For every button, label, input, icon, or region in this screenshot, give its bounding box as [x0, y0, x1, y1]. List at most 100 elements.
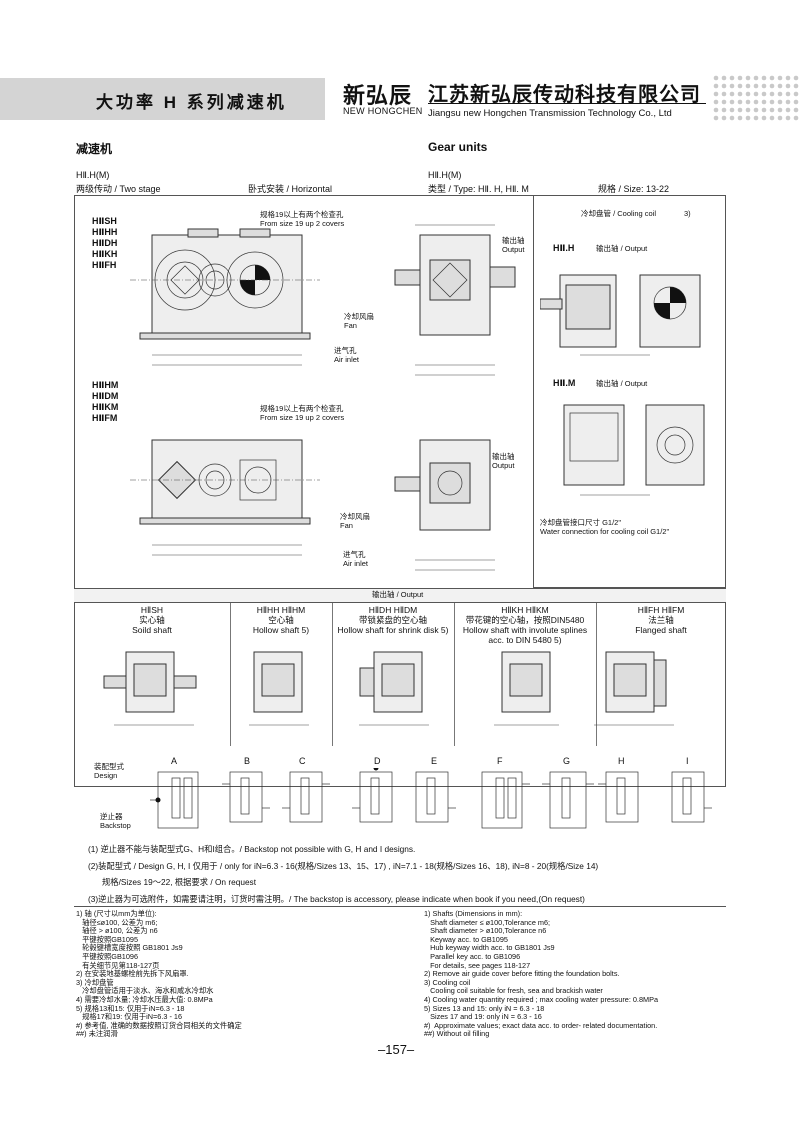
fan-label-2-cn: 冷却风扇 [340, 512, 370, 521]
output-cell-shrink: HⅡDH HⅡDM 带锁紧盘的空心轴 Hollow shaft for shri… [332, 603, 455, 746]
fan-label-1-cn: 冷却风扇 [344, 312, 374, 321]
output-cell-shrink-en: Hollow shaft for shrink disk 5) [337, 625, 449, 635]
company-name-en: Jiangsu new Hongchen Transmission Techno… [428, 108, 672, 119]
left-model: HⅡ.H(M) [76, 170, 110, 180]
backstop-label-en: Backstop [100, 821, 131, 830]
water-connection-note: 冷却盘管接口尺寸 G1/2" Water connection for cool… [540, 518, 669, 536]
output-cell-solid-en: Soild shaft [132, 625, 172, 635]
note-2: (2)装配型式 / Design G, H, I 仅用于 / only for … [88, 860, 599, 871]
output-label-1: 输出轴 Output [502, 236, 525, 254]
footnotes-cn: 1) 轴 (尺寸以mm为单位): 轴径≤ø100, 公差为 m6; 轴径 > ø… [76, 909, 242, 1039]
fan-label-1: 冷却风扇 Fan [344, 312, 374, 330]
backstop-label-cn: 逆止器 [100, 812, 123, 821]
backstop-label: 逆止器 Backstop [100, 812, 131, 830]
fan-label-2-en: Fan [340, 521, 353, 530]
design-letter-a: A [171, 756, 178, 766]
gearbox-drawing-views [130, 224, 516, 571]
variant-m-4: HⅡFM [92, 413, 118, 423]
air-label-1: 进气孔 Air inlet [334, 346, 359, 364]
design-letter-b: B [244, 756, 251, 766]
variant-m-1: HⅡHM [92, 380, 119, 390]
section-title-en: Gear units [428, 140, 488, 154]
output-bar [74, 588, 726, 603]
left-mount: 卧式安装 / Horizontal [248, 184, 333, 194]
output-cell-hollow-codes: HⅡHH HⅡHM [256, 605, 306, 615]
output-cell-shrink-cn: 带锁紧盘的空心轴 [358, 615, 427, 625]
variant-h-4: HⅡKH [92, 249, 118, 259]
page-title: 大功率 H 系列减速机 [96, 93, 287, 112]
footnote-divider [74, 906, 726, 907]
design-letter-h: H [618, 756, 625, 766]
output-label-1-en: Output [502, 245, 525, 254]
variant-m-2: HⅡDM [92, 391, 119, 401]
output-cell-solid-cn: 实心轴 [139, 615, 165, 625]
note-1: (1) 逆止器不能与装配型式G、H和I组合。/ Backstop not pos… [88, 844, 416, 854]
notes-block: (1) 逆止器不能与装配型式G、H和I组合。/ Backstop not pos… [88, 844, 598, 904]
fan-label-1-en: Fan [344, 321, 357, 330]
output-label-1-cn: 输出轴 [502, 236, 525, 245]
output-cell-solid-codes: HⅡSH [140, 605, 164, 615]
output-cell-splined-codes: HⅡKH HⅡKM [501, 605, 549, 615]
output-cell-shrink-codes: HⅡDH HⅡDM [368, 605, 418, 615]
cooling-m-output: 输出轴 / Output [596, 379, 648, 388]
design-letter-g: G [563, 756, 571, 766]
output-cell-solid: HⅡSH 实心轴 Soild shaft [74, 603, 231, 746]
air-label-2: 进气孔 Air inlet [343, 550, 368, 568]
water-connection-cn: 冷却盘管接口尺寸 G1/2" [540, 518, 622, 527]
header-band [0, 78, 325, 120]
design-letter-c: C [299, 756, 306, 766]
right-size: 规格 / Size: 13-22 [598, 184, 670, 194]
dot-pattern-decoration [712, 74, 800, 122]
company-divider [428, 103, 706, 105]
cooling-h-output: 输出轴 / Output [596, 244, 648, 253]
design-letter-i: I [686, 756, 689, 766]
output-cell-flanged-cn: 法兰轴 [648, 615, 674, 625]
variant-m-3: HⅡKM [92, 402, 119, 412]
water-connection-en: Water connection for cooling coil G1/2" [540, 527, 670, 536]
side-view-m [394, 439, 495, 571]
brand-logo-cn: 新弘辰 [343, 83, 413, 109]
cooling-coil-title: 冷却盘管 / Cooling coil [581, 209, 657, 218]
right-type: 类型 / Type: HⅡ. H, HⅡ. M [428, 184, 529, 194]
plan-view-m [130, 439, 320, 556]
air-label-1-cn: 进气孔 [334, 346, 357, 355]
left-stage: 两级传动 / Two stage [76, 184, 161, 194]
output-cell-flanged: HⅡFH HⅡFM 法兰轴 Flanged shaft [596, 603, 726, 746]
design-arrangement-diagrams [150, 768, 712, 829]
cover-note-2-en: From size 19 up 2 covers [260, 413, 345, 422]
variant-list-m: HⅡHM HⅡDM HⅡKM HⅡFM [92, 380, 118, 424]
output-cell-splined-en: Hollow shaft with involute splines acc. … [462, 625, 588, 645]
design-label-cn: 装配型式 [94, 762, 124, 771]
cooling-coil-ref: 3) [684, 209, 691, 218]
cooling-coil-panel [533, 195, 726, 588]
output-cell-flanged-en: Flanged shaft [635, 625, 687, 635]
output-shaft-drawings [103, 651, 674, 726]
cover-note-2-cn: 规格19以上有两个检查孔 [260, 404, 344, 413]
output-cell-hollow: HⅡHH HⅡHM 空心轴 Hollow shaft 5) [230, 603, 333, 746]
variant-h-3: HⅡDH [92, 238, 118, 248]
output-label-2-en: Output [492, 461, 515, 470]
cooling-h-label: HⅡ.H [553, 243, 575, 253]
drawing-frame [74, 195, 726, 787]
output-cells-row: HⅡSH 实心轴 Soild shaft HⅡHH HⅡHM 空心轴 Hollo… [74, 603, 726, 746]
output-cell-splined-cn: 带花键的空心轴，按照DIN5480 [465, 615, 585, 625]
output-cell-hollow-en: Hollow shaft 5) [252, 625, 310, 635]
page-number: –157– [378, 1042, 415, 1057]
output-cell-hollow-cn: 空心轴 [268, 615, 294, 625]
design-letter-e: E [431, 756, 438, 766]
cover-note-2: 规格19以上有两个检查孔 From size 19 up 2 covers [260, 404, 344, 422]
cover-note-en: From size 19 up 2 covers [260, 219, 345, 228]
output-label-2-cn: 输出轴 [492, 452, 515, 461]
output-label-2: 输出轴 Output [492, 452, 515, 470]
fan-label-2: 冷却风扇 Fan [340, 512, 370, 530]
design-label: 装配型式 Design [94, 762, 124, 780]
air-label-1-en: Air inlet [334, 355, 360, 364]
cover-note-cn: 规格19以上有两个检查孔 [260, 210, 344, 219]
variant-h-2: HⅡHH [92, 227, 118, 237]
right-model: HⅡ.H(M) [428, 170, 462, 180]
design-letters: A B C D E F G H I [150, 756, 710, 838]
company-name-cn: 江苏新弘辰传动科技有限公司 [428, 84, 701, 106]
side-view-h [394, 224, 516, 376]
air-label-2-en: Air inlet [343, 559, 369, 568]
variant-h-5: HⅡFH [92, 260, 117, 270]
